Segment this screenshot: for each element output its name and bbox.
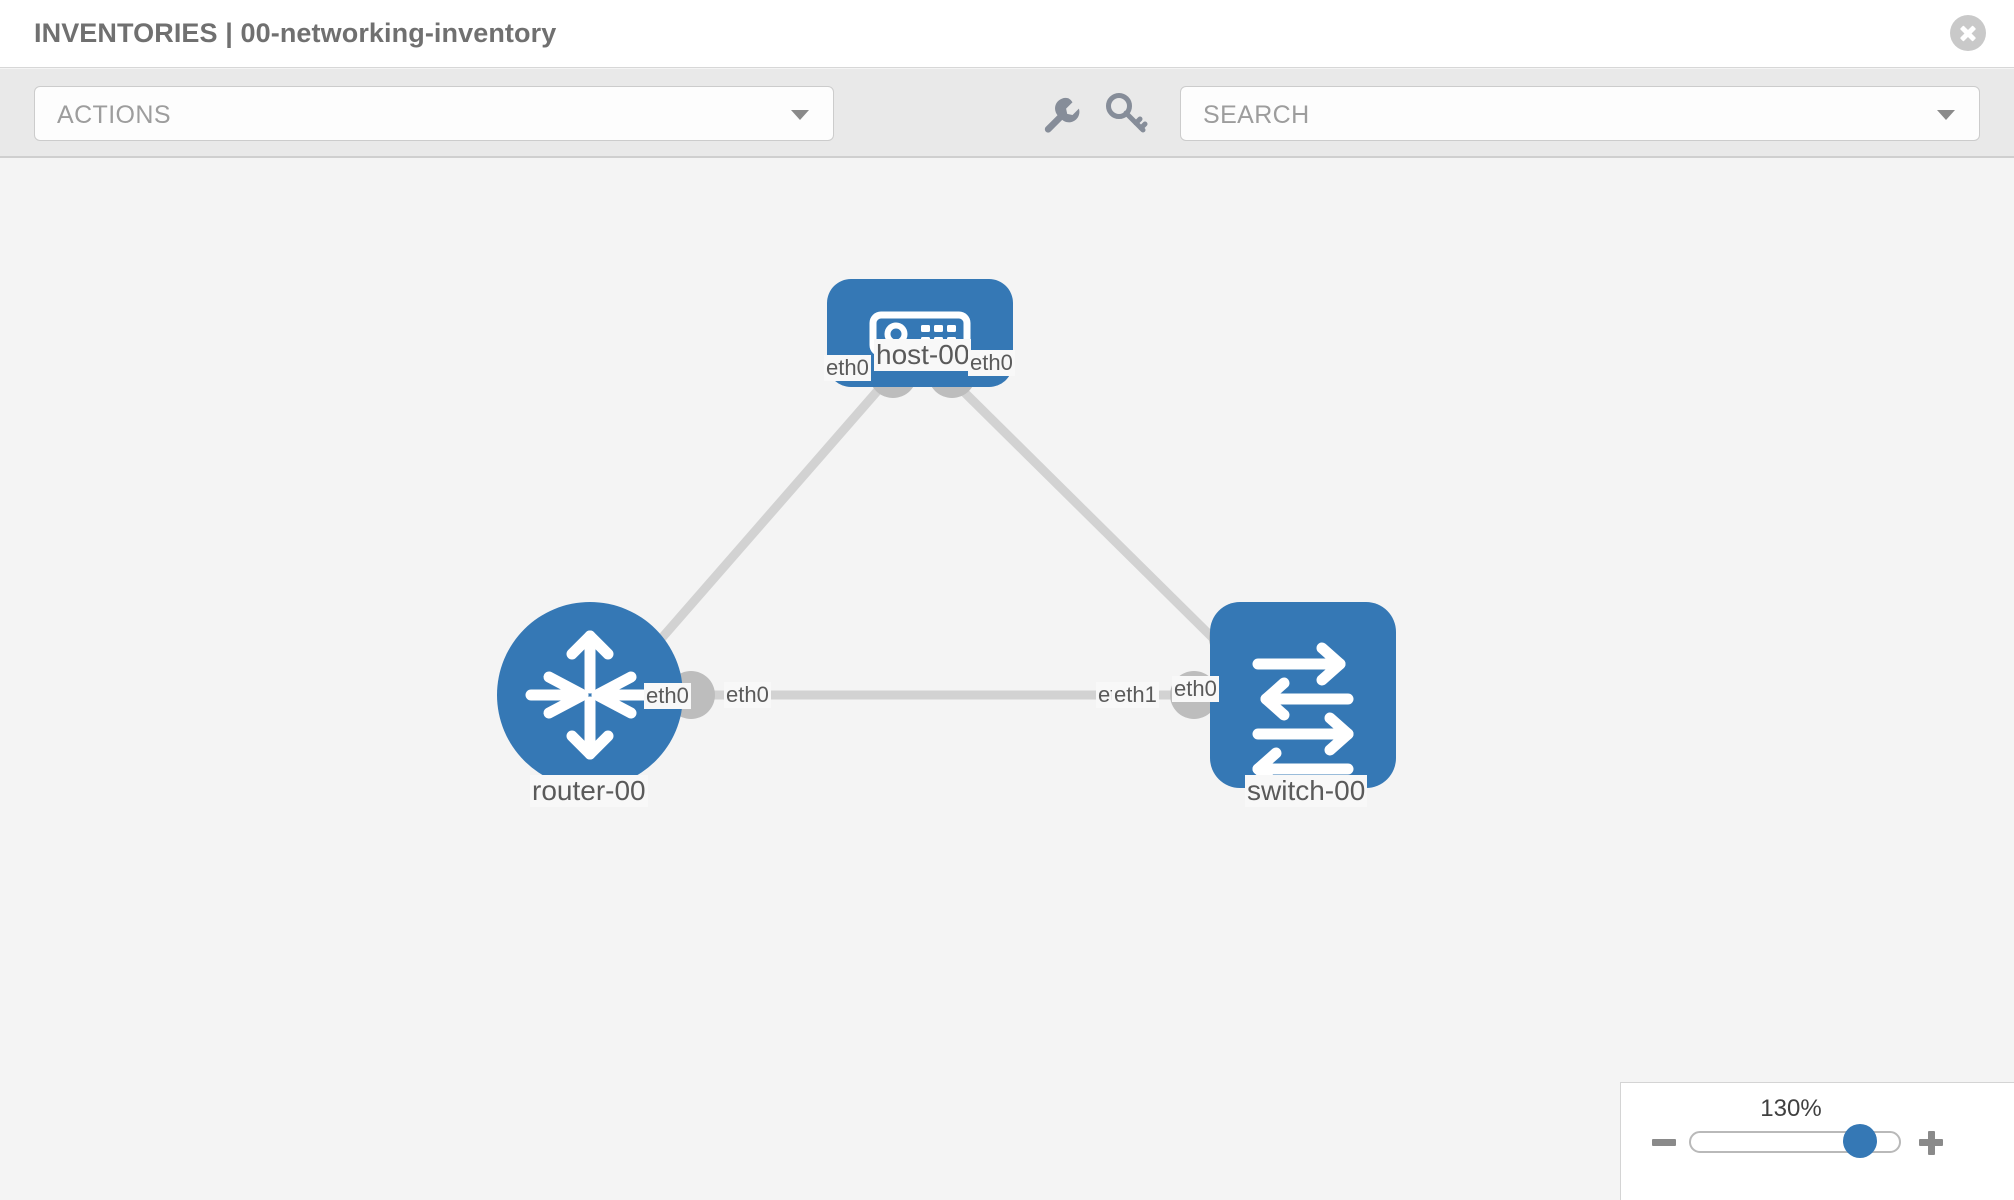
- page-title: INVENTORIES | 00-networking-inventory: [34, 18, 557, 48]
- edge-host-switch: [956, 384, 1232, 657]
- actions-dropdown-label: ACTIONS: [57, 101, 171, 129]
- search-input[interactable]: SEARCH: [1180, 86, 1980, 141]
- edge-label-switch-host: eth0: [1172, 676, 1219, 702]
- chevron-down-icon: [791, 109, 809, 120]
- edge-label-host-switch-near: eth0: [968, 350, 1015, 376]
- minus-icon[interactable]: [1649, 1127, 1679, 1157]
- actions-dropdown[interactable]: ACTIONS: [34, 86, 834, 141]
- zoom-slider-thumb[interactable]: [1843, 1124, 1877, 1158]
- toolbar: ACTIONS SEARCH: [0, 69, 2014, 158]
- node-switch-00: [1210, 602, 1396, 791]
- node-router-00: [497, 602, 683, 788]
- node-label-switch: switch-00: [1245, 775, 1368, 807]
- node-label-router: router-00: [530, 775, 648, 807]
- wrench-icon[interactable]: [1035, 89, 1083, 137]
- search-placeholder: SEARCH: [1203, 101, 1310, 129]
- graph-edges: [636, 384, 1232, 700]
- topology-graph: [497, 279, 1396, 791]
- close-icon[interactable]: [1950, 15, 1986, 51]
- edge-label-host-router-near: eth0: [824, 355, 871, 381]
- edge-host-router: [636, 385, 884, 666]
- zoom-percent-label: 130%: [1760, 1095, 1822, 1122]
- edge-label-router-host: eth0: [644, 683, 691, 709]
- node-label-host: host-00: [874, 339, 972, 371]
- topology-canvas[interactable]: host-00 router-00 switch-00 eth0 eth0 et…: [0, 158, 2014, 1200]
- window-titlebar: INVENTORIES | 00-networking-inventory: [0, 0, 2014, 68]
- zoom-control: 130%: [1620, 1082, 2014, 1200]
- edge-label-router-switch-near: eth0: [724, 682, 771, 708]
- switch-arrows-icon: [1252, 642, 1354, 791]
- key-icon[interactable]: [1102, 89, 1150, 137]
- plus-icon[interactable]: [1916, 1127, 1946, 1157]
- router-arrows-icon: [525, 630, 655, 760]
- edge-label-switch-router: eth1: [1112, 682, 1159, 708]
- chevron-down-icon[interactable]: [1937, 109, 1955, 120]
